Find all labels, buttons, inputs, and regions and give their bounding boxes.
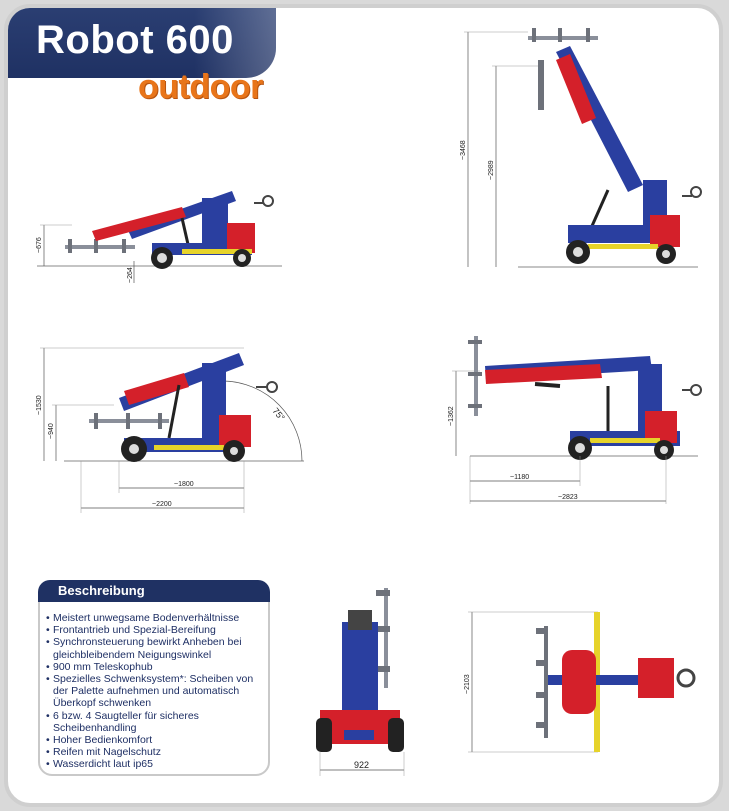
feature-item: Reifen mit Nagelschutz [46, 746, 270, 758]
feature-item: Frontantrieb und Spezial-Bereifung [46, 624, 270, 636]
dim-reach-short: ~1800 [174, 481, 194, 488]
dim-horizontal-height: ~1362 [448, 406, 455, 426]
figure-horizontal-view: ~1362 ~1180 ~2823 [448, 336, 702, 504]
feature-item: Synchronsteuerung bewirkt Anheben bei gl… [46, 636, 270, 660]
dim-total-length: ~2823 [558, 494, 578, 501]
figure-front-view: 922 [316, 588, 405, 776]
figure-tilt-view: ~1530 ~940 75° ~1800 ~2200 [36, 347, 304, 513]
dim-top-width: ~2103 [464, 674, 471, 694]
dim-angle: 75° [270, 406, 287, 423]
product-subtitle: outdoor [138, 68, 263, 106]
dim-mid-height: ~2989 [488, 160, 495, 180]
dim-width: 922 [354, 760, 369, 770]
figure-low-position: ~676 ~264 [36, 191, 282, 283]
feature-item: Meistert unwegsame Bodenverhältnisse [46, 612, 270, 624]
title-banner: Robot 600 [8, 8, 276, 78]
feature-list: Meistert unwegsame Bodenverhältnisse Fro… [46, 612, 270, 771]
feature-item: Hoher Bedienkomfort [46, 734, 270, 746]
dim-tilt-height: ~1530 [36, 395, 43, 415]
feature-item: 900 mm Teleskophub [46, 661, 270, 673]
brochure-page: Robot 600 outdoor ~676 ~264 ~3468 ~29 [4, 4, 723, 807]
feature-item: Wasserdicht laut ip65 [46, 758, 270, 770]
dim-front-reach: ~1180 [510, 474, 529, 481]
dim-max-height: ~3468 [460, 140, 467, 160]
feature-item: Spezielles Schwenksystem*: Scheiben von … [46, 673, 270, 710]
description-panel: Beschreibung Meistert unwegsame Bodenver… [38, 580, 270, 776]
feature-item: 6 bzw. 4 Saugteller für sicheres Scheibe… [46, 710, 270, 734]
dim-ground-clearance: ~264 [127, 267, 134, 283]
figure-max-height: ~3468 ~2989 [460, 28, 702, 268]
figure-top-view: ~2103 [464, 611, 696, 753]
product-title: Robot 600 [36, 18, 234, 62]
dim-cup-height: ~940 [48, 423, 55, 439]
description-heading: Beschreibung [38, 580, 270, 602]
dim-length: ~2200 [152, 501, 172, 508]
dim-low-height: ~676 [36, 237, 43, 253]
